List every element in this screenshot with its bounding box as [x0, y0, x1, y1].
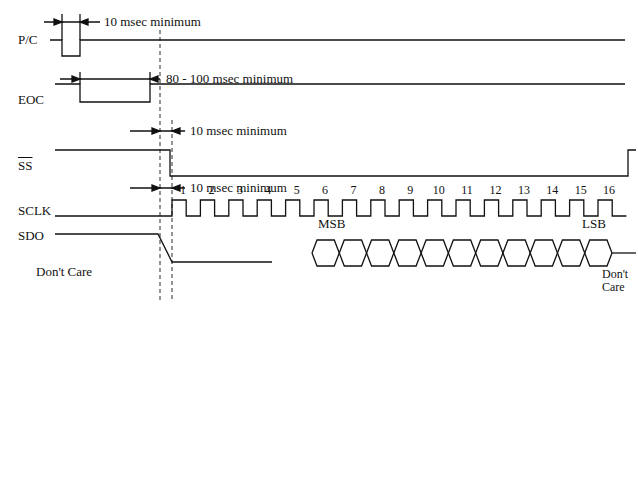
clock-count: 7: [351, 183, 357, 198]
sclk-dimension: [130, 185, 185, 191]
signal-name: P/C: [18, 32, 38, 47]
ss-waveform: [55, 128, 636, 176]
timing-dimension: 10 msec minimum: [104, 14, 201, 29]
clock-count: 15: [575, 183, 587, 198]
clock-count: 9: [407, 183, 413, 198]
clock-count: 4: [265, 183, 271, 198]
sclk-waveform: [55, 200, 626, 216]
timing-dimension: 10 msec minimum: [190, 123, 287, 138]
signal-name: SS: [18, 158, 32, 173]
clock-count: 11: [461, 183, 473, 198]
signal-name: SDO: [18, 228, 44, 243]
signal-name: SCLK: [18, 203, 51, 218]
clock-count: 2: [209, 183, 215, 198]
clock-count: 12: [490, 183, 502, 198]
pc-waveform: [44, 14, 625, 56]
clock-count: 10: [433, 183, 445, 198]
clock-count: 6: [322, 183, 328, 198]
eoc-waveform: [55, 72, 625, 102]
clock-count: 5: [294, 183, 300, 198]
clock-count: 8: [379, 183, 385, 198]
clock-count: 1: [180, 183, 186, 198]
state-note: Don't Care: [36, 264, 92, 279]
bit-marker: LSB: [582, 216, 606, 231]
clock-count: 3: [237, 183, 243, 198]
clock-count: 14: [546, 183, 558, 198]
clock-count: 13: [518, 183, 530, 198]
clock-count: 16: [603, 183, 615, 198]
bit-marker: MSB: [318, 216, 345, 231]
signal-name: EOC: [18, 92, 44, 107]
state-note: Don't Care: [602, 268, 634, 294]
timing-dimension: 80 - 100 msec minimum: [166, 71, 293, 86]
sdo-waveform: [55, 234, 272, 262]
sdo-data-bits: [312, 240, 636, 266]
